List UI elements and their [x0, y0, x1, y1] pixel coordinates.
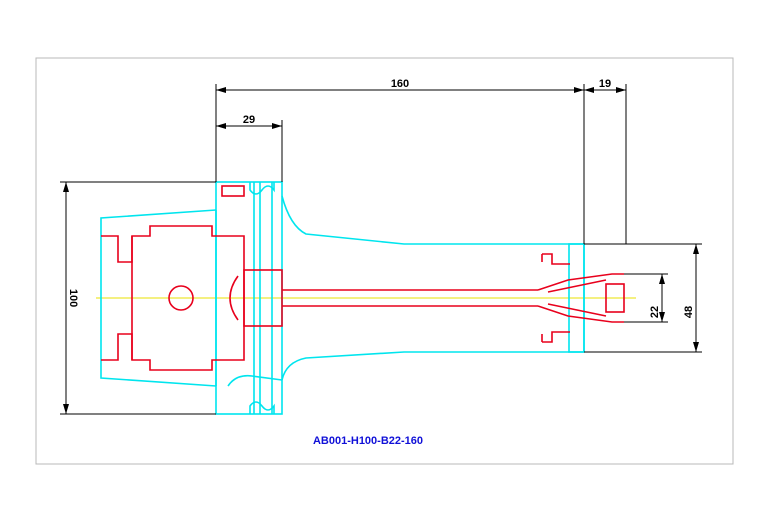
dim-text-48: 48 — [683, 306, 695, 318]
arrow-22-top — [659, 274, 665, 284]
arrow-29-right — [272, 123, 282, 129]
drive-slot-bottom — [101, 333, 133, 361]
tool-outline — [100, 181, 585, 415]
dim-text-29: 29 — [243, 114, 255, 126]
shank-top — [281, 195, 584, 245]
dim-text-22: 22 — [649, 306, 661, 318]
drive-slot-top — [101, 235, 133, 263]
arrow-160-left — [216, 87, 226, 93]
sheet-frame — [35, 57, 734, 465]
dimension-lines — [60, 84, 702, 415]
arrow-48-top — [693, 244, 699, 254]
internal-features — [101, 185, 625, 371]
arrow-19-left — [584, 87, 594, 93]
arrowheads — [63, 87, 699, 414]
dim-text-160: 160 — [391, 78, 409, 90]
arrow-22-bottom — [659, 312, 665, 322]
lower-transition — [227, 374, 283, 387]
arrow-160-right — [574, 87, 584, 93]
arrow-48-bottom — [693, 342, 699, 352]
arrow-29-left — [216, 123, 226, 129]
collet-nut — [605, 283, 625, 313]
nose-cap — [568, 243, 585, 353]
arrow-19-right — [616, 87, 626, 93]
shank-bottom — [281, 351, 584, 381]
center-bore — [229, 275, 239, 321]
dim-text-100: 100 — [67, 289, 79, 307]
part-number-label: AB001-H100-B22-160 — [313, 435, 423, 447]
collet-cone-bottom — [537, 305, 624, 323]
collet-cone-top — [537, 273, 624, 291]
bore-sleeve — [243, 269, 283, 327]
pin-bottom — [541, 331, 570, 343]
key-slot — [221, 185, 245, 197]
collet-line-2 — [547, 303, 607, 317]
arrow-100-bottom — [63, 404, 69, 414]
hsk-taper — [100, 209, 217, 387]
collet-line-1 — [547, 279, 607, 293]
coolant-hole — [168, 285, 194, 311]
arrow-100-top — [63, 182, 69, 192]
dim-text-19: 19 — [599, 78, 611, 90]
pin-top — [541, 253, 570, 265]
clamp-cavity — [131, 225, 245, 371]
